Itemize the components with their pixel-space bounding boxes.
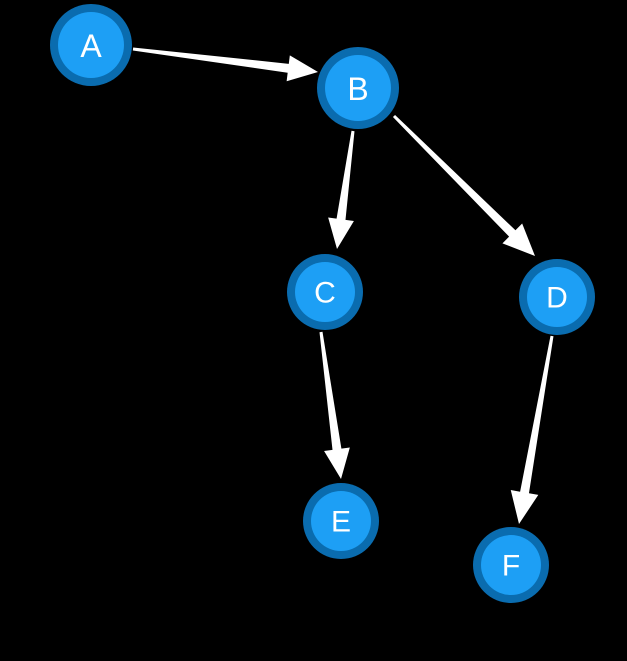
graph-node-b[interactable]: B	[317, 47, 399, 129]
node-fill	[527, 267, 587, 327]
node-fill	[58, 12, 124, 78]
node-label: E	[331, 506, 351, 539]
node-label: A	[80, 28, 102, 64]
node-fill	[325, 55, 391, 121]
node-fill	[481, 535, 541, 595]
graph-node-c[interactable]: C	[287, 254, 363, 330]
graph-node-e[interactable]: E	[303, 483, 379, 559]
graph-node-a[interactable]: A	[50, 4, 132, 86]
node-label: D	[546, 282, 568, 315]
edges-layer	[132, 47, 554, 524]
graph-edge-c-e	[319, 331, 350, 479]
graph-edge-d-f	[510, 335, 554, 524]
graph-edge-b-c	[328, 130, 355, 249]
nodes-layer: A B C D E F	[50, 4, 595, 603]
node-fill	[311, 491, 371, 551]
graph-edge-b-d	[392, 114, 535, 256]
graph-node-f[interactable]: F	[473, 527, 549, 603]
node-label: F	[502, 550, 520, 583]
node-label: C	[314, 277, 336, 310]
graph-node-d[interactable]: D	[519, 259, 595, 335]
graph-edge-a-b	[132, 47, 318, 82]
node-label: B	[347, 71, 368, 107]
node-fill	[295, 262, 355, 322]
